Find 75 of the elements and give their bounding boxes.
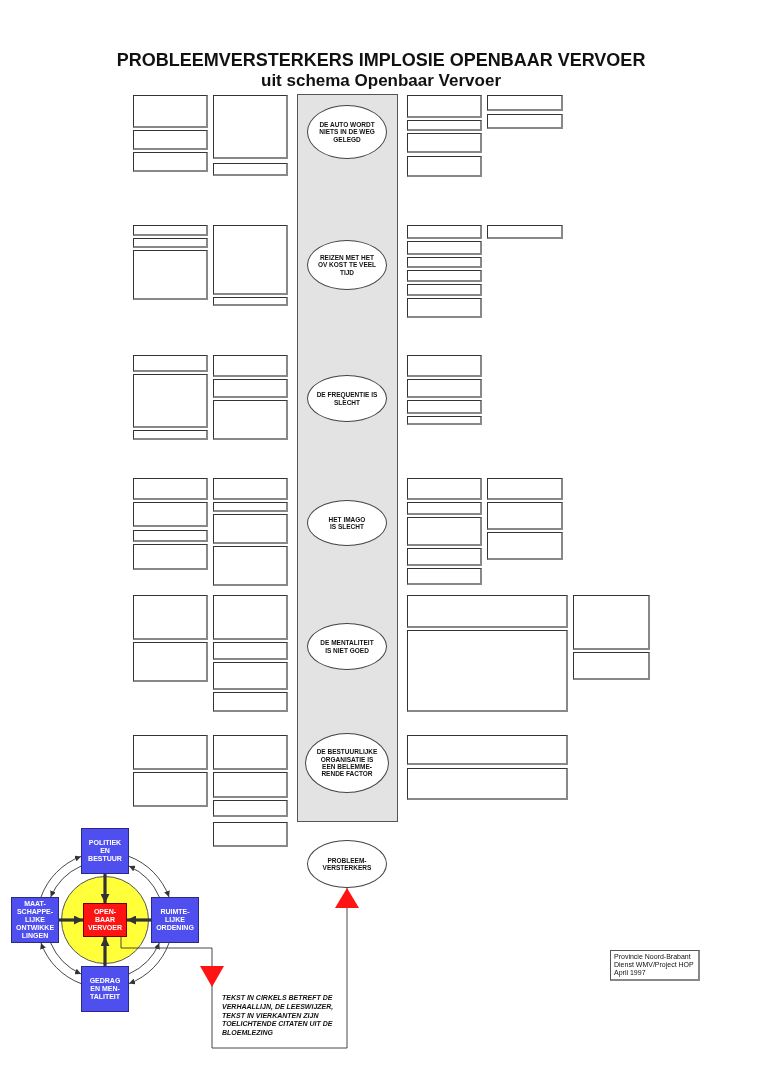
quote-box — [133, 238, 208, 248]
quote-box — [407, 768, 568, 800]
quote-box — [213, 355, 288, 377]
quote-box — [407, 284, 482, 296]
quote-box — [407, 379, 482, 398]
title: PROBLEEMVERSTERKERS IMPLOSIE OPENBAAR VERVOER — [115, 50, 647, 71]
quote-box — [213, 400, 288, 440]
quote-box — [213, 502, 288, 512]
quote-box — [213, 595, 288, 640]
quote-box — [487, 502, 563, 530]
quote-box — [213, 514, 288, 544]
quote-box — [133, 478, 208, 500]
quote-box — [213, 546, 288, 586]
quote-box — [213, 642, 288, 660]
quote-box — [133, 355, 208, 372]
quote-box — [133, 374, 208, 428]
quote-box — [407, 355, 482, 377]
quote-box — [133, 530, 208, 542]
quote-box — [573, 595, 650, 650]
quote-box — [487, 478, 563, 500]
quote-box — [213, 297, 288, 306]
storyline-band — [297, 94, 398, 822]
quote-box — [407, 517, 482, 546]
quote-box — [133, 250, 208, 300]
quote-box — [407, 568, 482, 585]
quote-box — [407, 298, 482, 318]
quote-box — [407, 630, 568, 712]
quote-box — [407, 133, 482, 153]
quote-box — [407, 257, 482, 268]
quote-box — [407, 270, 482, 282]
quote-box — [133, 430, 208, 440]
quote-box — [407, 595, 568, 628]
thick-arrow — [59, 915, 83, 925]
quote-box — [407, 120, 482, 131]
quote-box — [213, 163, 288, 176]
quote-box — [407, 735, 568, 765]
quote-box — [213, 478, 288, 500]
quote-box — [133, 735, 208, 770]
quote-box — [487, 532, 563, 560]
quote-box — [407, 95, 482, 118]
quote-box — [213, 379, 288, 398]
quote-box — [133, 544, 208, 570]
quote-box — [407, 400, 482, 414]
quote-box — [407, 478, 482, 500]
quote-box — [573, 652, 650, 680]
quote-box — [487, 114, 563, 129]
quote-box — [407, 416, 482, 425]
quote-box — [487, 225, 563, 239]
quote-box — [133, 130, 208, 150]
quote-box — [213, 225, 288, 295]
thick-arrow — [127, 915, 151, 925]
quote-box — [407, 241, 482, 255]
quote-box — [133, 642, 208, 682]
quote-box — [133, 95, 208, 128]
thick-arrow — [100, 874, 110, 903]
thick-arrow — [100, 937, 110, 966]
quote-box — [213, 800, 288, 817]
quote-box — [213, 822, 288, 847]
quote-box — [407, 156, 482, 177]
quote-box — [133, 502, 208, 527]
quote-box — [133, 595, 208, 640]
quote-box — [407, 225, 482, 239]
subtitle: uit schema Openbaar Vervoer — [260, 70, 502, 92]
quote-box — [407, 548, 482, 566]
quote-box — [133, 225, 208, 236]
quote-box — [407, 502, 482, 515]
quote-box — [213, 95, 288, 159]
quote-box — [133, 152, 208, 172]
quote-box — [213, 772, 288, 798]
quote-box — [213, 662, 288, 690]
cycle-circle — [61, 876, 149, 964]
quote-box — [213, 692, 288, 712]
quote-box — [133, 772, 208, 807]
quote-box — [487, 95, 563, 111]
quote-box — [213, 735, 288, 770]
